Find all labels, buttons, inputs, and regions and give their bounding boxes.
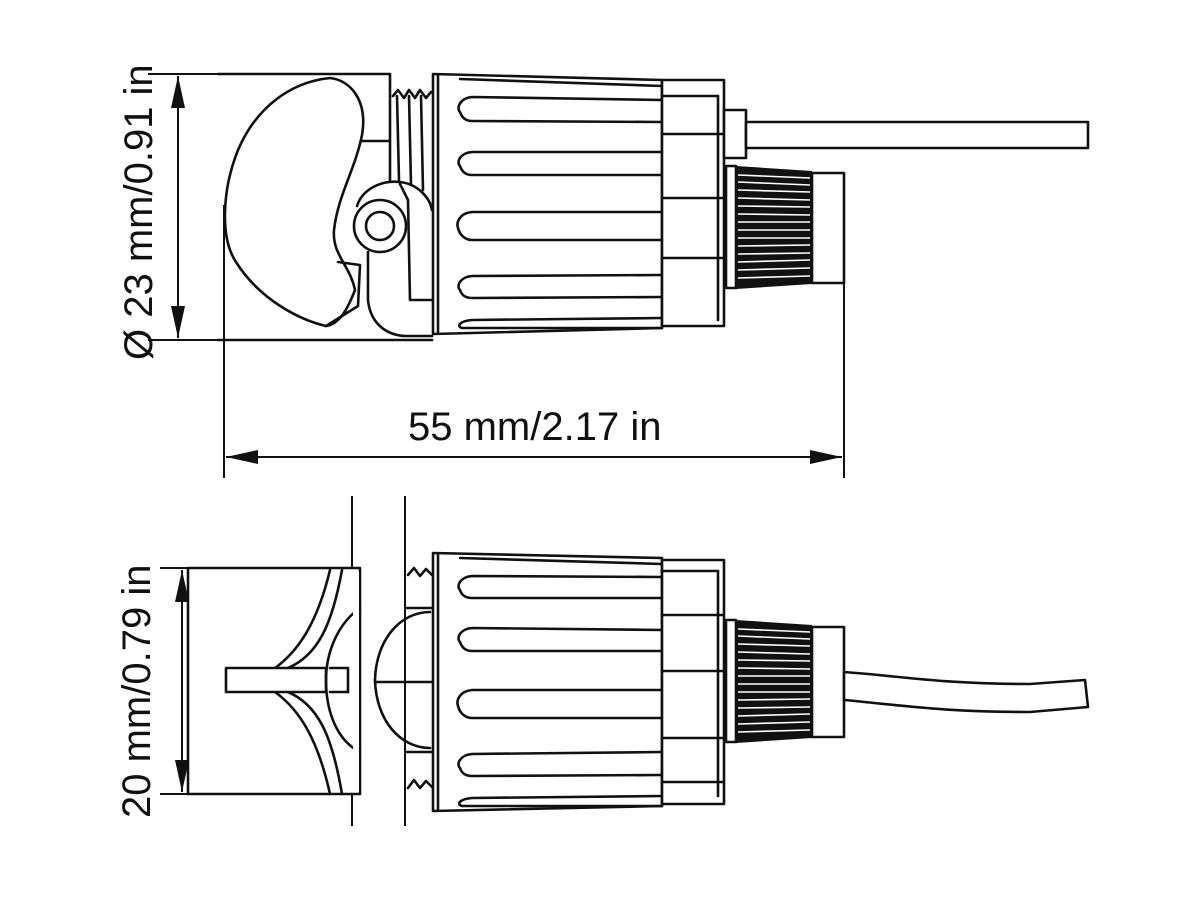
cable-gland bbox=[724, 164, 846, 478]
rear-collar-top bbox=[660, 558, 726, 806]
straight-lead bbox=[722, 108, 1090, 160]
length-dimension bbox=[226, 450, 842, 464]
latch-lever bbox=[223, 76, 365, 328]
diameter-label: Ø 23 mm/0.91 in bbox=[117, 64, 161, 360]
thread-ridges bbox=[391, 88, 433, 192]
cable bbox=[842, 670, 1090, 714]
length-label: 55 mm/2.17 in bbox=[408, 405, 661, 449]
top-view: 20 mm/0.79 in bbox=[115, 496, 1090, 826]
cable-gland-top bbox=[724, 618, 846, 744]
rear-collar bbox=[660, 78, 726, 328]
hinge bbox=[352, 180, 434, 338]
latch-housing bbox=[216, 72, 434, 478]
contact-dome bbox=[373, 566, 434, 790]
side-view: Ø 23 mm/0.91 in bbox=[117, 64, 1090, 478]
ribbed-nut-top bbox=[431, 551, 664, 813]
height-label: 20 mm/0.79 in bbox=[115, 565, 159, 818]
latch-top bbox=[186, 566, 362, 796]
ribbed-nut bbox=[431, 72, 664, 336]
